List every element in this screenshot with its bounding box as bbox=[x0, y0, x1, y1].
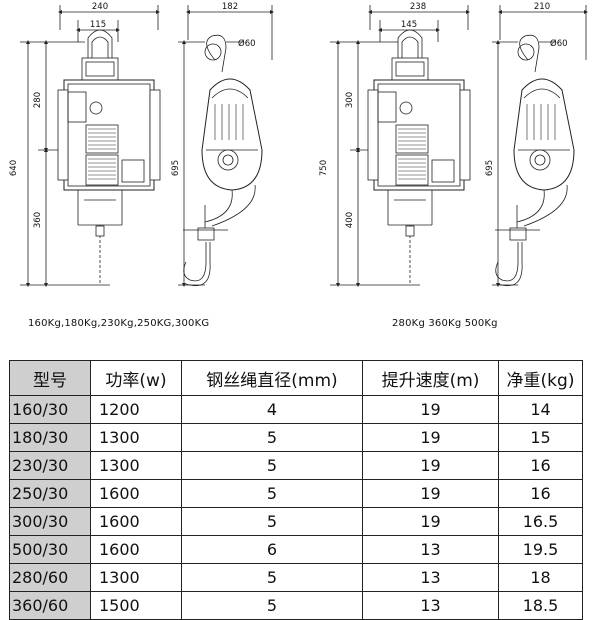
dim-left-side-height: 695 bbox=[171, 160, 181, 176]
cell-power: 1300 bbox=[90, 451, 182, 480]
header-rope-diameter: 钢丝绳直径(mm) bbox=[181, 360, 363, 396]
header-power: 功率(w) bbox=[90, 360, 182, 396]
cell-rope-diameter: 4 bbox=[181, 395, 363, 424]
cell-net-weight: 18.5 bbox=[498, 591, 583, 620]
spec-table: 型号 功率(w) 钢丝绳直径(mm) 提升速度(m) 净重(kg) 160/30… bbox=[9, 360, 583, 620]
cell-lift-speed: 13 bbox=[362, 591, 499, 620]
cell-lift-speed: 13 bbox=[362, 535, 499, 564]
dim-right-height-upper: 300 bbox=[345, 92, 355, 108]
cell-rope-diameter: 5 bbox=[181, 451, 363, 480]
cell-net-weight: 15 bbox=[498, 423, 583, 452]
hoist-dimension-drawing: 240 115 640 280 360 182 Ø60 695 238 145 … bbox=[9, 2, 588, 287]
header-model: 型号 bbox=[9, 360, 91, 396]
cell-rope-diameter: 5 bbox=[181, 479, 363, 508]
dim-right-width-inner: 145 bbox=[401, 20, 417, 30]
left-side-view bbox=[178, 5, 274, 287]
cell-lift-speed: 13 bbox=[362, 563, 499, 592]
dim-left-height-total: 640 bbox=[9, 160, 19, 176]
cell-rope-diameter: 5 bbox=[181, 591, 363, 620]
cell-model: 180/30 bbox=[9, 423, 91, 452]
cell-rope-diameter: 5 bbox=[181, 507, 363, 536]
right-front-view bbox=[330, 5, 471, 287]
cell-model: 500/30 bbox=[9, 535, 91, 564]
cell-lift-speed: 19 bbox=[362, 451, 499, 480]
cell-power: 1300 bbox=[90, 563, 182, 592]
cell-net-weight: 16 bbox=[498, 479, 583, 508]
dim-left-hook-dia: Ø60 bbox=[238, 38, 256, 49]
cell-lift-speed: 19 bbox=[362, 507, 499, 536]
cell-power: 1500 bbox=[90, 591, 182, 620]
left-front-view bbox=[20, 5, 161, 287]
dim-right-width-total: 238 bbox=[410, 2, 426, 12]
dim-left-height-upper: 280 bbox=[33, 92, 43, 108]
cell-lift-speed: 19 bbox=[362, 479, 499, 508]
cell-rope-diameter: 6 bbox=[181, 535, 363, 564]
header-lift-speed: 提升速度(m) bbox=[362, 360, 499, 396]
cell-power: 1200 bbox=[90, 395, 182, 424]
cell-power: 1300 bbox=[90, 423, 182, 452]
dim-right-height-total: 750 bbox=[319, 160, 329, 176]
dim-right-height-lower: 400 bbox=[345, 212, 355, 228]
cell-model: 160/30 bbox=[9, 395, 91, 424]
dim-left-width-total: 240 bbox=[92, 2, 108, 12]
header-net-weight: 净重(kg) bbox=[498, 360, 583, 396]
cell-model: 250/30 bbox=[9, 479, 91, 508]
cell-net-weight: 14 bbox=[498, 395, 583, 424]
right-capacity-caption: 280Kg 360Kg 500Kg bbox=[392, 318, 498, 329]
cell-rope-diameter: 5 bbox=[181, 563, 363, 592]
cell-model: 280/60 bbox=[9, 563, 91, 592]
cell-power: 1600 bbox=[90, 479, 182, 508]
cell-power: 1600 bbox=[90, 507, 182, 536]
dim-right-hook-dia: Ø60 bbox=[550, 38, 568, 49]
cell-lift-speed: 19 bbox=[362, 395, 499, 424]
cell-net-weight: 16.5 bbox=[498, 507, 583, 536]
cell-model: 230/30 bbox=[9, 451, 91, 480]
cell-power: 1600 bbox=[90, 535, 182, 564]
dim-left-side-width: 182 bbox=[222, 2, 238, 12]
right-side-view bbox=[492, 5, 588, 287]
dim-left-height-lower: 360 bbox=[33, 212, 43, 228]
spec-table-header-row: 型号 功率(w) 钢丝绳直径(mm) 提升速度(m) 净重(kg) bbox=[9, 360, 583, 396]
cell-rope-diameter: 5 bbox=[181, 423, 363, 452]
dim-right-side-width: 210 bbox=[534, 2, 550, 12]
cell-net-weight: 19.5 bbox=[498, 535, 583, 564]
dim-right-side-height: 695 bbox=[485, 160, 495, 176]
left-capacity-caption: 160Kg,180Kg,230Kg,250KG,300KG bbox=[28, 318, 210, 329]
cell-lift-speed: 19 bbox=[362, 423, 499, 452]
cell-net-weight: 16 bbox=[498, 451, 583, 480]
cell-model: 300/30 bbox=[9, 507, 91, 536]
dim-left-width-inner: 115 bbox=[90, 20, 106, 30]
cell-net-weight: 18 bbox=[498, 563, 583, 592]
cell-model: 360/60 bbox=[9, 591, 91, 620]
